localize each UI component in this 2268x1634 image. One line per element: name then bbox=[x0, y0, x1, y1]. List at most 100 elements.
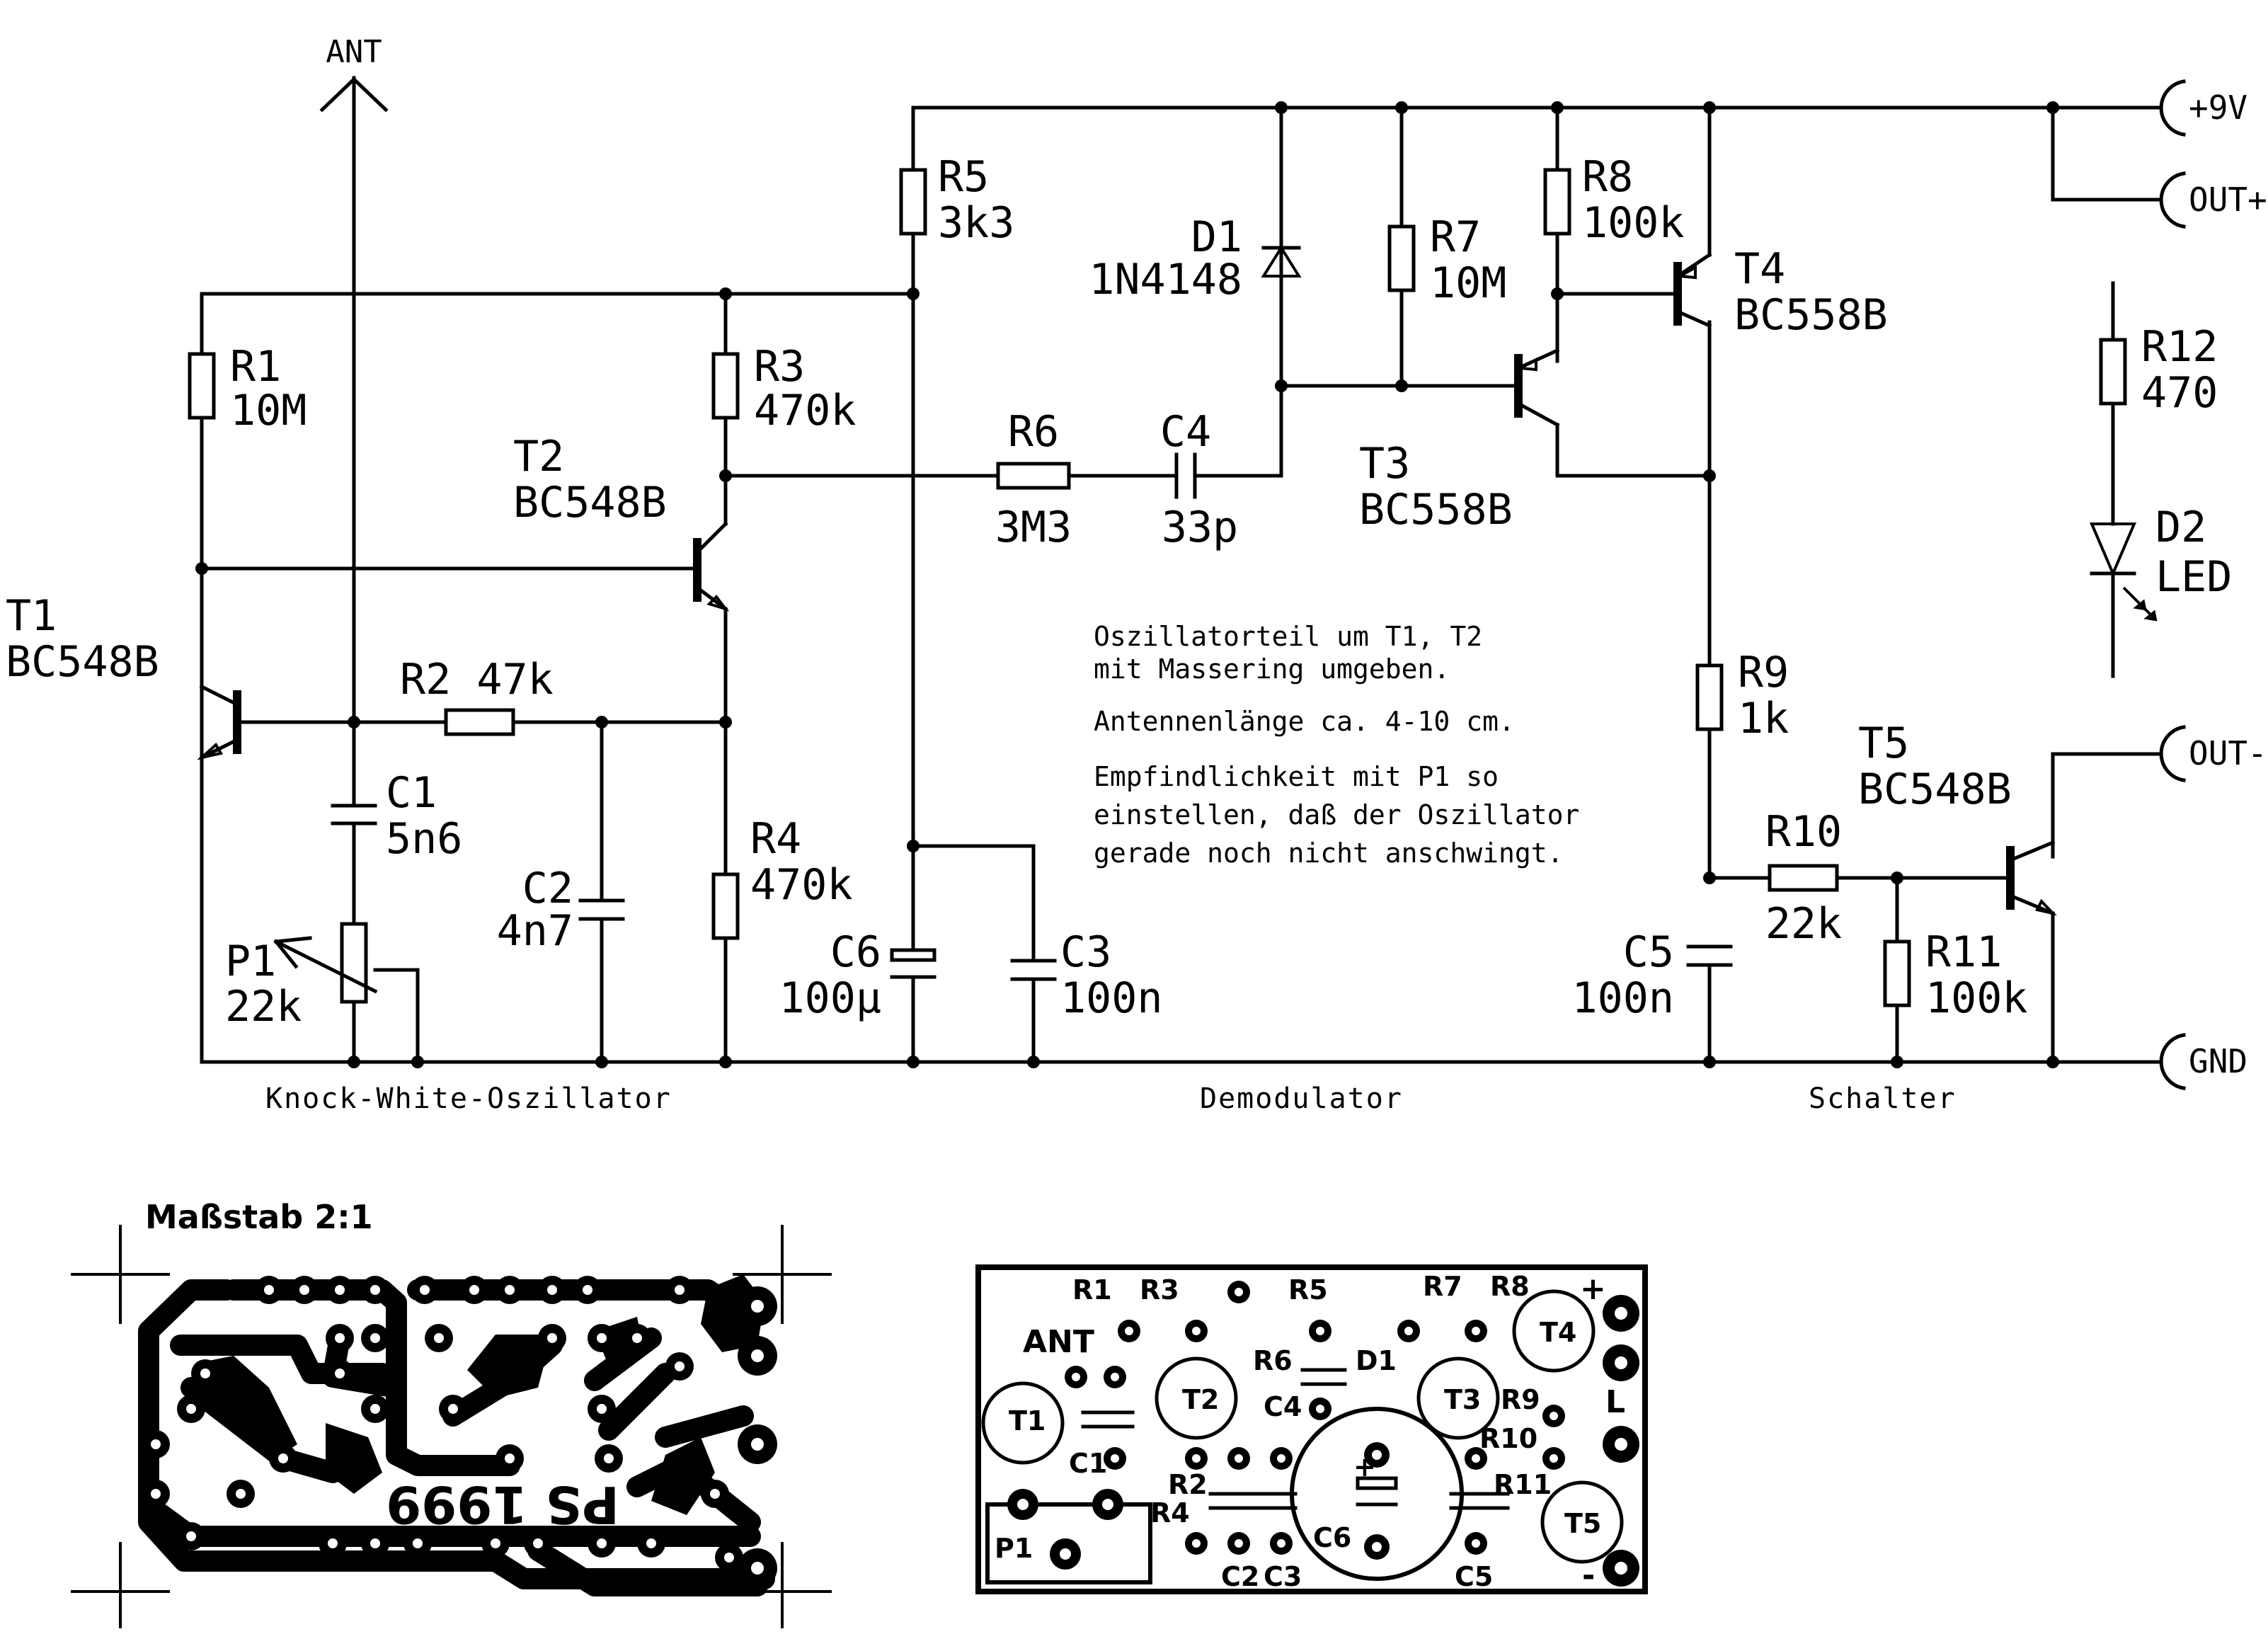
pcb-scale-label: Maßstab 2:1 bbox=[145, 1198, 373, 1236]
transistor-t1 bbox=[197, 684, 241, 760]
note-line-2: mit Massering umgeben. bbox=[1094, 653, 1450, 685]
connector-out-plus bbox=[2159, 171, 2186, 229]
transistor-t3 bbox=[1514, 348, 1560, 428]
label-p1-value: 22k bbox=[225, 982, 302, 1032]
label-r9-value: 1k bbox=[1738, 694, 1789, 743]
place-ant: ANT bbox=[1023, 1324, 1094, 1360]
label-t5-value: BC548B bbox=[1858, 765, 2012, 814]
place-r4: R4 bbox=[1150, 1497, 1190, 1529]
label-t4-name: T4 bbox=[1734, 244, 1785, 294]
label-c3-name: C3 bbox=[1060, 927, 1111, 977]
capacitor-c1 bbox=[331, 804, 377, 825]
label-c5-value: 100n bbox=[1572, 973, 1675, 1023]
label-r12-value: 470 bbox=[2141, 368, 2218, 418]
place-t3: T3 bbox=[1444, 1384, 1481, 1415]
resistor-r9 bbox=[1695, 663, 1724, 731]
connector-vcc-label: +9V bbox=[2189, 88, 2247, 127]
label-c4-value: 33p bbox=[1162, 503, 1238, 552]
resistor-r6 bbox=[996, 462, 1071, 490]
transistor-t2 bbox=[693, 521, 730, 612]
connector-out-minus-label: OUT- bbox=[2189, 734, 2267, 772]
capacitor-c3 bbox=[1010, 959, 1057, 981]
diodes bbox=[1261, 105, 2158, 622]
label-c5-name: C5 bbox=[1623, 927, 1674, 977]
transistors bbox=[197, 252, 2057, 916]
label-r4-name: R4 bbox=[750, 814, 801, 864]
resistor-r11 bbox=[1883, 939, 1911, 1007]
capacitor-c6 bbox=[890, 948, 937, 962]
label-c4-name: C4 bbox=[1160, 407, 1211, 457]
registration-mark bbox=[71, 1225, 170, 1324]
label-r3-name: R3 bbox=[754, 342, 805, 392]
label-r4-value: 470k bbox=[750, 860, 853, 910]
label-r5-name: R5 bbox=[938, 152, 989, 202]
place-r9: R9 bbox=[1501, 1384, 1540, 1415]
registration-mark bbox=[71, 1542, 170, 1628]
label-d2-name: D2 bbox=[2155, 503, 2206, 552]
connector-out-minus bbox=[2159, 725, 2186, 782]
label-r2: R2 47k bbox=[400, 655, 554, 704]
place-l: L bbox=[1605, 1384, 1625, 1420]
resistor-r2 bbox=[444, 708, 515, 736]
label-t2-name: T2 bbox=[513, 432, 564, 481]
label-r11-value: 100k bbox=[1925, 973, 2028, 1023]
note-line-1: Oszillatorteil um T1, T2 bbox=[1094, 621, 1482, 652]
label-r8-name: R8 bbox=[1582, 152, 1633, 202]
resistor-r4 bbox=[711, 872, 740, 940]
resistor-r8 bbox=[1543, 168, 1571, 236]
label-r10-name: R10 bbox=[1765, 807, 1842, 857]
pcb-copper-layout: Maßstab 2:1 bbox=[71, 1198, 832, 1628]
place-r1: R1 bbox=[1072, 1274, 1112, 1306]
diode-d1 bbox=[1261, 245, 1302, 278]
place-r2: R2 bbox=[1168, 1469, 1208, 1500]
place-t5: T5 bbox=[1564, 1508, 1601, 1539]
resistor-r7 bbox=[1387, 224, 1416, 292]
place-r11: R11 bbox=[1494, 1469, 1552, 1500]
label-r6-value: 3M3 bbox=[995, 503, 1072, 552]
antenna-symbol: ANT bbox=[319, 34, 389, 113]
place-r6: R6 bbox=[1253, 1345, 1293, 1376]
antenna-label: ANT bbox=[326, 34, 382, 70]
section-labels: Knock-White-Oszillator Demodulator Schal… bbox=[265, 1082, 1955, 1115]
schematic-wires bbox=[200, 76, 2161, 1064]
place-r3: R3 bbox=[1140, 1274, 1179, 1306]
transistor-t5 bbox=[2006, 840, 2057, 916]
label-r8-value: 100k bbox=[1582, 198, 1685, 248]
place-c1: C1 bbox=[1069, 1448, 1107, 1479]
label-c1-value: 5n6 bbox=[386, 814, 462, 864]
place-r5: R5 bbox=[1288, 1274, 1328, 1306]
label-t1-name: T1 bbox=[6, 591, 57, 641]
place-r10: R10 bbox=[1479, 1423, 1537, 1454]
connector-out-plus-label: OUT+ bbox=[2189, 181, 2267, 219]
label-r6-name: R6 bbox=[1008, 407, 1059, 457]
label-r7-value: 10M bbox=[1430, 258, 1506, 308]
label-t2-value: BC548B bbox=[513, 478, 667, 527]
pcb-copper-text: PS 1999 bbox=[386, 1475, 619, 1534]
label-r7-name: R7 bbox=[1430, 212, 1481, 262]
connector-gnd bbox=[2159, 1033, 2186, 1090]
label-c6-name: C6 bbox=[830, 927, 881, 977]
label-c2-value: 4n7 bbox=[497, 906, 573, 956]
pcb-placement-layout: R1 R3 R5 R7 R8 ANT R6 D1 T1 T2 T3 T4 T5 … bbox=[975, 1264, 1648, 1594]
label-c2-name: C2 bbox=[522, 864, 573, 913]
resistor-r3 bbox=[711, 352, 740, 420]
t5-outline bbox=[1540, 1480, 1624, 1564]
place-r7: R7 bbox=[1423, 1271, 1462, 1302]
place-c2: C2 bbox=[1221, 1561, 1259, 1592]
label-r11-name: R11 bbox=[1925, 927, 2002, 977]
label-d1-value: 1N4148 bbox=[1089, 255, 1242, 304]
place-c3: C3 bbox=[1264, 1561, 1302, 1592]
label-t3-name: T3 bbox=[1359, 439, 1410, 489]
place-c6: C6 bbox=[1313, 1522, 1351, 1553]
label-r9-name: R9 bbox=[1738, 648, 1789, 697]
note-line-6: gerade noch nicht anschwingt. bbox=[1094, 838, 1563, 869]
place-d1: D1 bbox=[1356, 1345, 1397, 1376]
t1-outline bbox=[981, 1381, 1065, 1465]
p1-outline bbox=[985, 1502, 1152, 1584]
note-line-5: einstellen, daß der Oszillator bbox=[1094, 799, 1579, 830]
capacitor-c2 bbox=[578, 898, 625, 921]
label-c3-value: 100n bbox=[1060, 973, 1163, 1023]
resistors bbox=[188, 168, 2127, 1007]
